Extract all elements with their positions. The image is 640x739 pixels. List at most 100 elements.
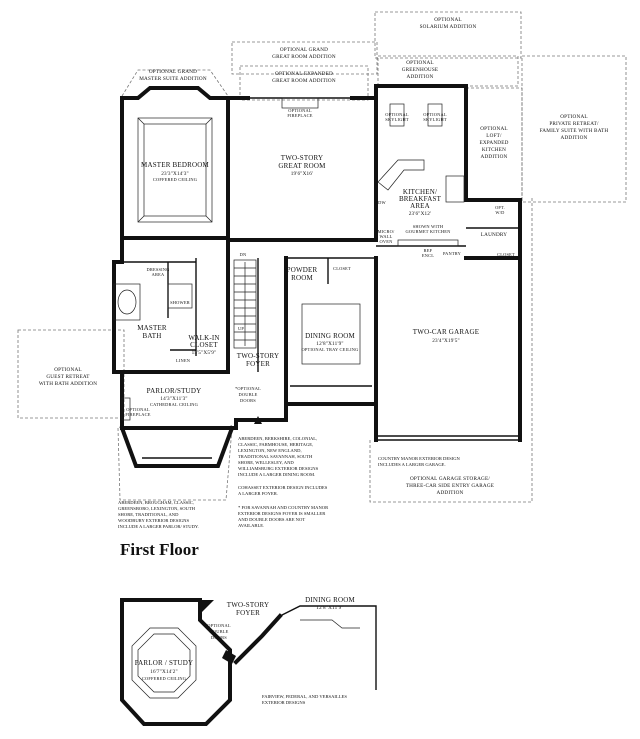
brougham-note-2: GREENSBORO, LEXINGTON, SOUTH xyxy=(118,506,196,512)
laundry-closet-label: CLOSET xyxy=(497,252,515,257)
aberdeen-note-2: CLASSIC, FARMHOUSE, HERITAGE, xyxy=(238,442,313,448)
inset-double-doors-2: DOUBLE xyxy=(209,629,228,634)
great-room-name-2: GREAT ROOM xyxy=(278,162,326,170)
inset-dining-size: 12'8"X11'9" xyxy=(316,605,343,611)
expanded-great-room-outline xyxy=(239,65,369,101)
master-suite-addition-outline xyxy=(121,69,229,97)
inset-dining-bay xyxy=(300,619,360,629)
kitchen-counter xyxy=(397,239,459,247)
grand-great-room-outline xyxy=(231,41,378,75)
fairview-note-1: FAIRVIEW, FEDERAL, AND VERSAILLES xyxy=(262,694,347,700)
bathtub xyxy=(113,283,141,321)
dining-size: 12'8"X11'9" xyxy=(316,341,343,347)
kitchen-name-2: BREAKFAST xyxy=(399,195,442,203)
floor-title: First Floor xyxy=(120,540,199,559)
garage-storage-label-3: ADDITION xyxy=(437,490,464,496)
powder-closet-label: CLOSET xyxy=(333,266,351,271)
private-retreat-label-4: ADDITION xyxy=(561,135,588,141)
brougham-note-4: WOODBURY EXTERIOR DESIGNS xyxy=(118,518,189,523)
parlor-fireplace-label-1: OPTIONAL xyxy=(126,407,150,412)
gr-fireplace-label-1: OPTIONAL xyxy=(288,108,312,113)
laundry-label: LAUNDRY xyxy=(481,232,508,238)
savannah-note-2: EXTERIOR DESIGNS FOYER IS SMALLER xyxy=(238,511,326,516)
garage-size: 23'4"X19'5" xyxy=(432,338,460,344)
master-bedroom-size: 23'3"X14'3" xyxy=(161,171,189,177)
inset-foyer-label-1: TWO-STORY xyxy=(227,601,270,609)
inset-parlor-size: 16'7"X14'2" xyxy=(150,669,178,675)
gourmet-label-2: GOURMET KITCHEN xyxy=(406,229,452,234)
inset-dining-name: DINING ROOM xyxy=(305,596,355,604)
inset-double-doors-1: OPTIONAL xyxy=(207,623,231,628)
skylight-2-label-2: SKYLIGHT xyxy=(423,117,447,122)
expanded-great-room-label-1: OPTIONAL EXPANDED xyxy=(275,71,333,77)
loft-label-2: LOFT/ xyxy=(486,133,502,139)
great-room-name-1: TWO-STORY xyxy=(281,154,324,162)
loft-label-5: ADDITION xyxy=(481,154,508,160)
micro-label-3: OVEN xyxy=(380,239,394,244)
solarium-label-2: SOLARIUM ADDITION xyxy=(420,24,477,30)
dressing-label-1: DRESSING xyxy=(146,267,170,272)
master-bedroom-name: MASTER BEDROOM xyxy=(141,161,210,169)
brougham-note-5: INCLUDE A LARGER PARLOR/ STUDY. xyxy=(118,524,199,529)
garage-storage-outline xyxy=(369,196,533,503)
aberdeen-note-7: INCLUDE A LARGER DINING ROOM. xyxy=(238,472,315,477)
fairview-note-2: EXTERIOR DESIGNS xyxy=(262,700,306,705)
skylight-1-label-1: OPTIONAL xyxy=(385,112,409,117)
master-bedroom-note: COFFERED CEILING xyxy=(153,177,198,182)
skylight-table-1 xyxy=(389,103,405,127)
parlor-name: PARLOR/STUDY xyxy=(147,387,202,395)
gr-fireplace-label-2: FIREPLACE xyxy=(287,113,312,118)
tray-ceiling xyxy=(301,303,361,365)
inset-dining-walls xyxy=(279,605,377,690)
dishwasher-label: DW xyxy=(378,200,386,205)
parlor-size: 14'3"X11'3" xyxy=(160,396,187,402)
aberdeen-note-6: WILLIAMSBURG EXTERIOR DESIGNS xyxy=(238,466,319,471)
inset-foyer-label-2: FOYER xyxy=(236,609,260,617)
walk-in-name-2: CLOSET xyxy=(190,341,218,349)
fixtures xyxy=(113,97,465,424)
brougham-note-1: ABERDEEN, BROUGHAM, CLASSIC, xyxy=(118,500,194,506)
savannah-note-4: AVAILABLE. xyxy=(238,523,264,528)
inset-parlor-name: PARLOR / STUDY xyxy=(135,659,194,667)
micro-label-1: MICRO/ xyxy=(378,229,395,234)
double-doors-label-1: *OPTIONAL xyxy=(235,386,261,391)
garage-storage-label-2: THREE-CAR SIDE ENTRY GARAGE xyxy=(406,483,494,489)
gourmet-label-1: SHOWN WITH xyxy=(413,224,444,229)
inset-wall-corner xyxy=(200,600,214,614)
opt-wd-label-1: OPT. xyxy=(495,205,505,210)
inset-coffered-ceiling xyxy=(131,627,197,699)
master-suite-addition-label-1: OPTIONAL GRAND xyxy=(149,69,197,75)
exterior-walls xyxy=(112,84,522,468)
aberdeen-note-1: ABERDEEN, BERKSHIRE, COLONIAL, xyxy=(238,436,317,442)
parlor-note: CATHEDRAL CEILING xyxy=(150,402,199,407)
garage-name: TWO-CAR GARAGE xyxy=(413,328,479,336)
staircase xyxy=(233,259,257,349)
kitchen-name-3: AREA xyxy=(410,202,430,210)
private-retreat-label-2: PRIVATE RETREAT/ xyxy=(549,121,599,127)
aberdeen-note-3: LEXINGTON, NEW ENGLAND, xyxy=(238,448,302,454)
loft-label-3: EXPANDED xyxy=(479,140,508,146)
coffered-ceiling xyxy=(137,117,213,223)
parlor-bay-outline xyxy=(117,427,233,501)
inset-double-doors-3: DOORS xyxy=(211,635,227,640)
brougham-note-3: SHORE, TRADITIONAL, AND xyxy=(118,512,179,518)
greenhouse-label-1: OPTIONAL xyxy=(406,60,434,66)
stair-dn-label: DN xyxy=(240,252,247,257)
expanded-great-room-label-2: GREAT ROOM ADDITION xyxy=(272,78,336,84)
aberdeen-note-4: TRADITIONAL SAVANNAH, SOUTH xyxy=(238,454,313,460)
savannah-note-1: * FOR SAVANNAH AND COUNTRY MANOR xyxy=(238,505,329,510)
guest-retreat-label-2: GUEST RETREAT xyxy=(46,374,90,380)
cohasset-note-2: A LARGER FOYER. xyxy=(238,491,278,496)
greenhouse-label-3: ADDITION xyxy=(407,74,434,80)
walk-in-name-1: WALK-IN xyxy=(188,334,219,342)
aberdeen-note-5: SHORE, WELLESLEY, AND xyxy=(238,460,294,466)
interior-walls xyxy=(120,227,520,374)
private-retreat-label-1: OPTIONAL xyxy=(560,114,588,120)
skylight-table-2 xyxy=(427,103,443,127)
design-notes: COUNTRY MANOR EXTERIOR DESIGN INCLUDES A… xyxy=(118,436,461,705)
kitchen-size: 23'6"X12' xyxy=(409,211,432,217)
shower-label: SHOWER xyxy=(170,300,190,305)
powder-room-label-2: ROOM xyxy=(291,274,313,282)
ref-encl-label-1: REF xyxy=(424,248,433,253)
